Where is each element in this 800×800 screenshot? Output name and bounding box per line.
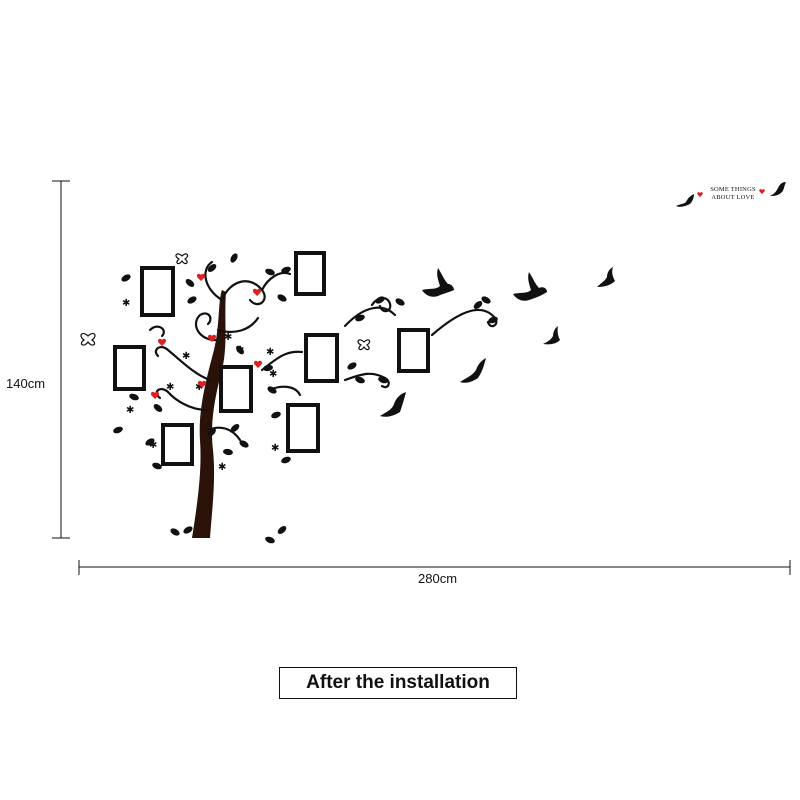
photo-frame — [161, 423, 194, 466]
bird-icon — [597, 267, 615, 287]
photo-frame — [219, 365, 253, 413]
svg-text:✱: ✱ — [266, 347, 274, 358]
svg-text:✱: ✱ — [126, 405, 134, 416]
slogan-line-2: ABOUT LOVE — [711, 194, 755, 201]
svg-text:✱: ✱ — [195, 382, 203, 393]
svg-text:✱: ✱ — [218, 462, 226, 473]
svg-text:✱: ✱ — [269, 369, 277, 380]
photo-frame — [113, 345, 146, 391]
svg-text:✱: ✱ — [122, 298, 130, 309]
photo-frame — [294, 251, 326, 296]
tree-hearts — [150, 273, 263, 399]
bird-icon — [543, 326, 560, 345]
photo-frames — [113, 251, 430, 466]
bird-icon — [460, 358, 486, 383]
bird-icon — [513, 272, 547, 301]
bird-icon — [676, 194, 694, 207]
caption-text: After the installation — [306, 672, 490, 693]
bird-icon — [422, 268, 454, 297]
decal-slogan: SOME THINGS ABOUT LOVE — [706, 186, 760, 202]
svg-text:✱: ✱ — [271, 443, 279, 454]
bird-icon — [380, 392, 406, 417]
tree-flowers: ✱ ✱ ✱ ✱ ✱ ✱ ✱ ✱ ✱ ✱ ✱ ✱ — [122, 298, 279, 473]
photo-frame — [286, 403, 320, 453]
photo-frame — [397, 328, 430, 373]
tree-trunk — [192, 290, 226, 538]
width-label: 280cm — [418, 571, 458, 586]
height-label: 140cm — [6, 376, 46, 391]
width-dimension-line — [78, 560, 791, 575]
svg-text:✱: ✱ — [182, 351, 190, 362]
svg-text:✱: ✱ — [224, 332, 232, 343]
slogan-hearts — [697, 189, 765, 197]
caption-box: After the installation — [279, 667, 517, 699]
svg-text:✱: ✱ — [236, 345, 244, 356]
height-dimension-line — [52, 180, 70, 539]
svg-text:✱: ✱ — [149, 440, 157, 451]
butterfly-icon — [80, 253, 371, 351]
photo-frame — [304, 333, 339, 383]
bird-icon — [770, 182, 786, 196]
svg-text:✱: ✱ — [166, 382, 174, 393]
birds — [380, 182, 786, 417]
slogan-line-1: SOME THINGS — [710, 186, 756, 193]
photo-frame — [140, 266, 175, 317]
